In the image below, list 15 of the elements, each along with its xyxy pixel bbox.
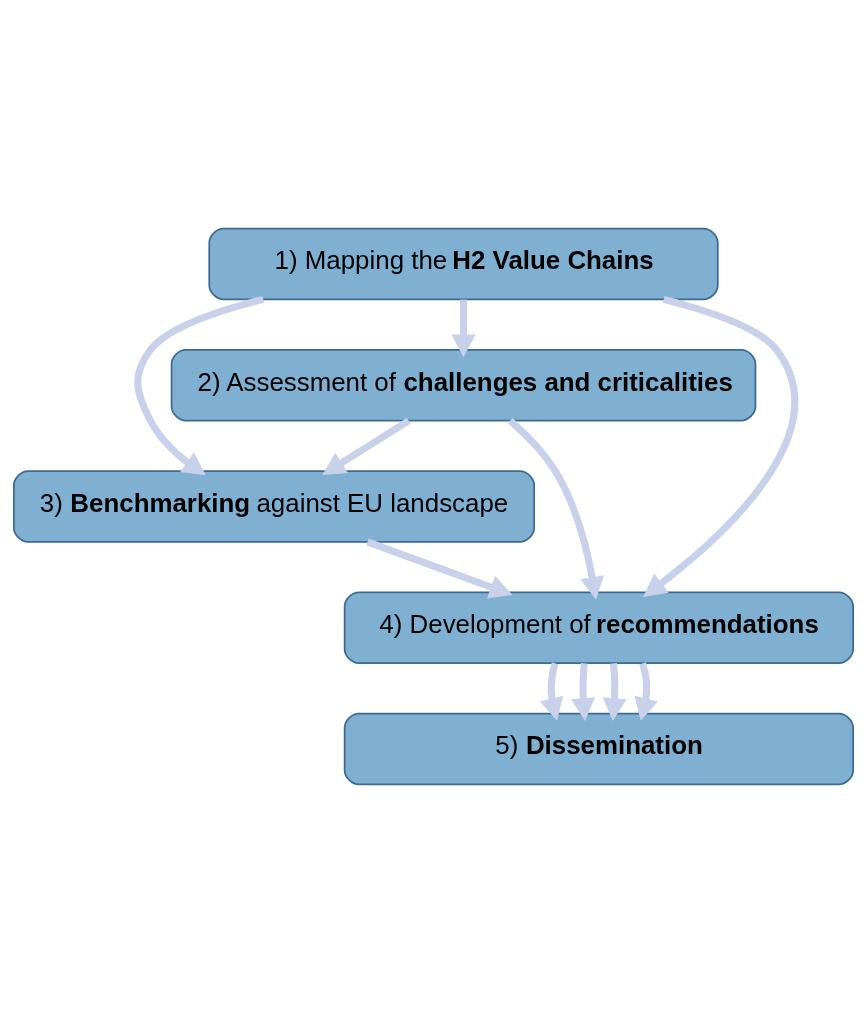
node-box: 3) Benchmarking against EU landscape [12, 469, 535, 543]
arrow [570, 662, 595, 721]
arrow [365, 538, 513, 598]
arrow [602, 662, 627, 721]
arrow [507, 417, 604, 600]
node-box: 2) Assessment of challenges and criticalities [170, 348, 756, 421]
node-box: 1) Mapping the H2 Value Chains [207, 227, 719, 300]
node-box: 5) Dissemination [343, 712, 854, 785]
arrow [634, 661, 658, 721]
arrow [451, 299, 476, 357]
arrow [642, 295, 798, 597]
arrow [321, 417, 411, 475]
node-box: 4) Development of recommendations [343, 591, 854, 664]
arrow [539, 661, 563, 721]
arrow [133, 295, 264, 475]
